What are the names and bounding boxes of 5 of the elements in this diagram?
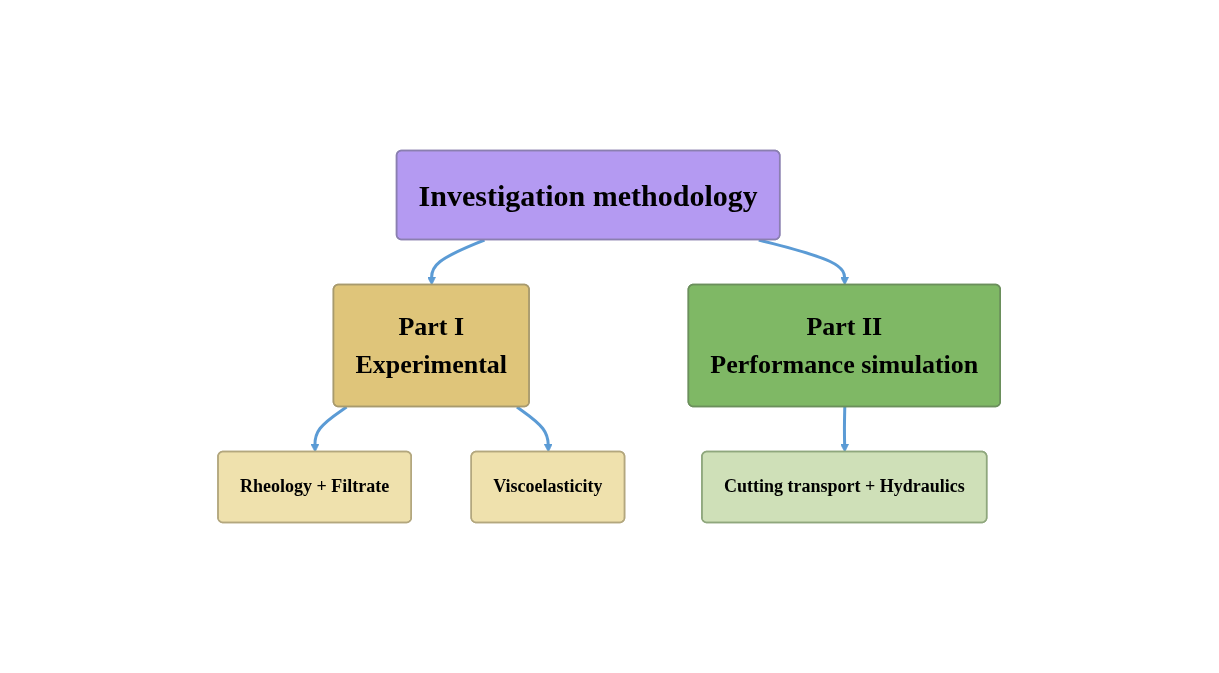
arrow (840, 406, 850, 453)
arrow (427, 238, 486, 286)
arrow (516, 405, 553, 453)
arrow (758, 238, 850, 286)
arrow (310, 405, 348, 453)
